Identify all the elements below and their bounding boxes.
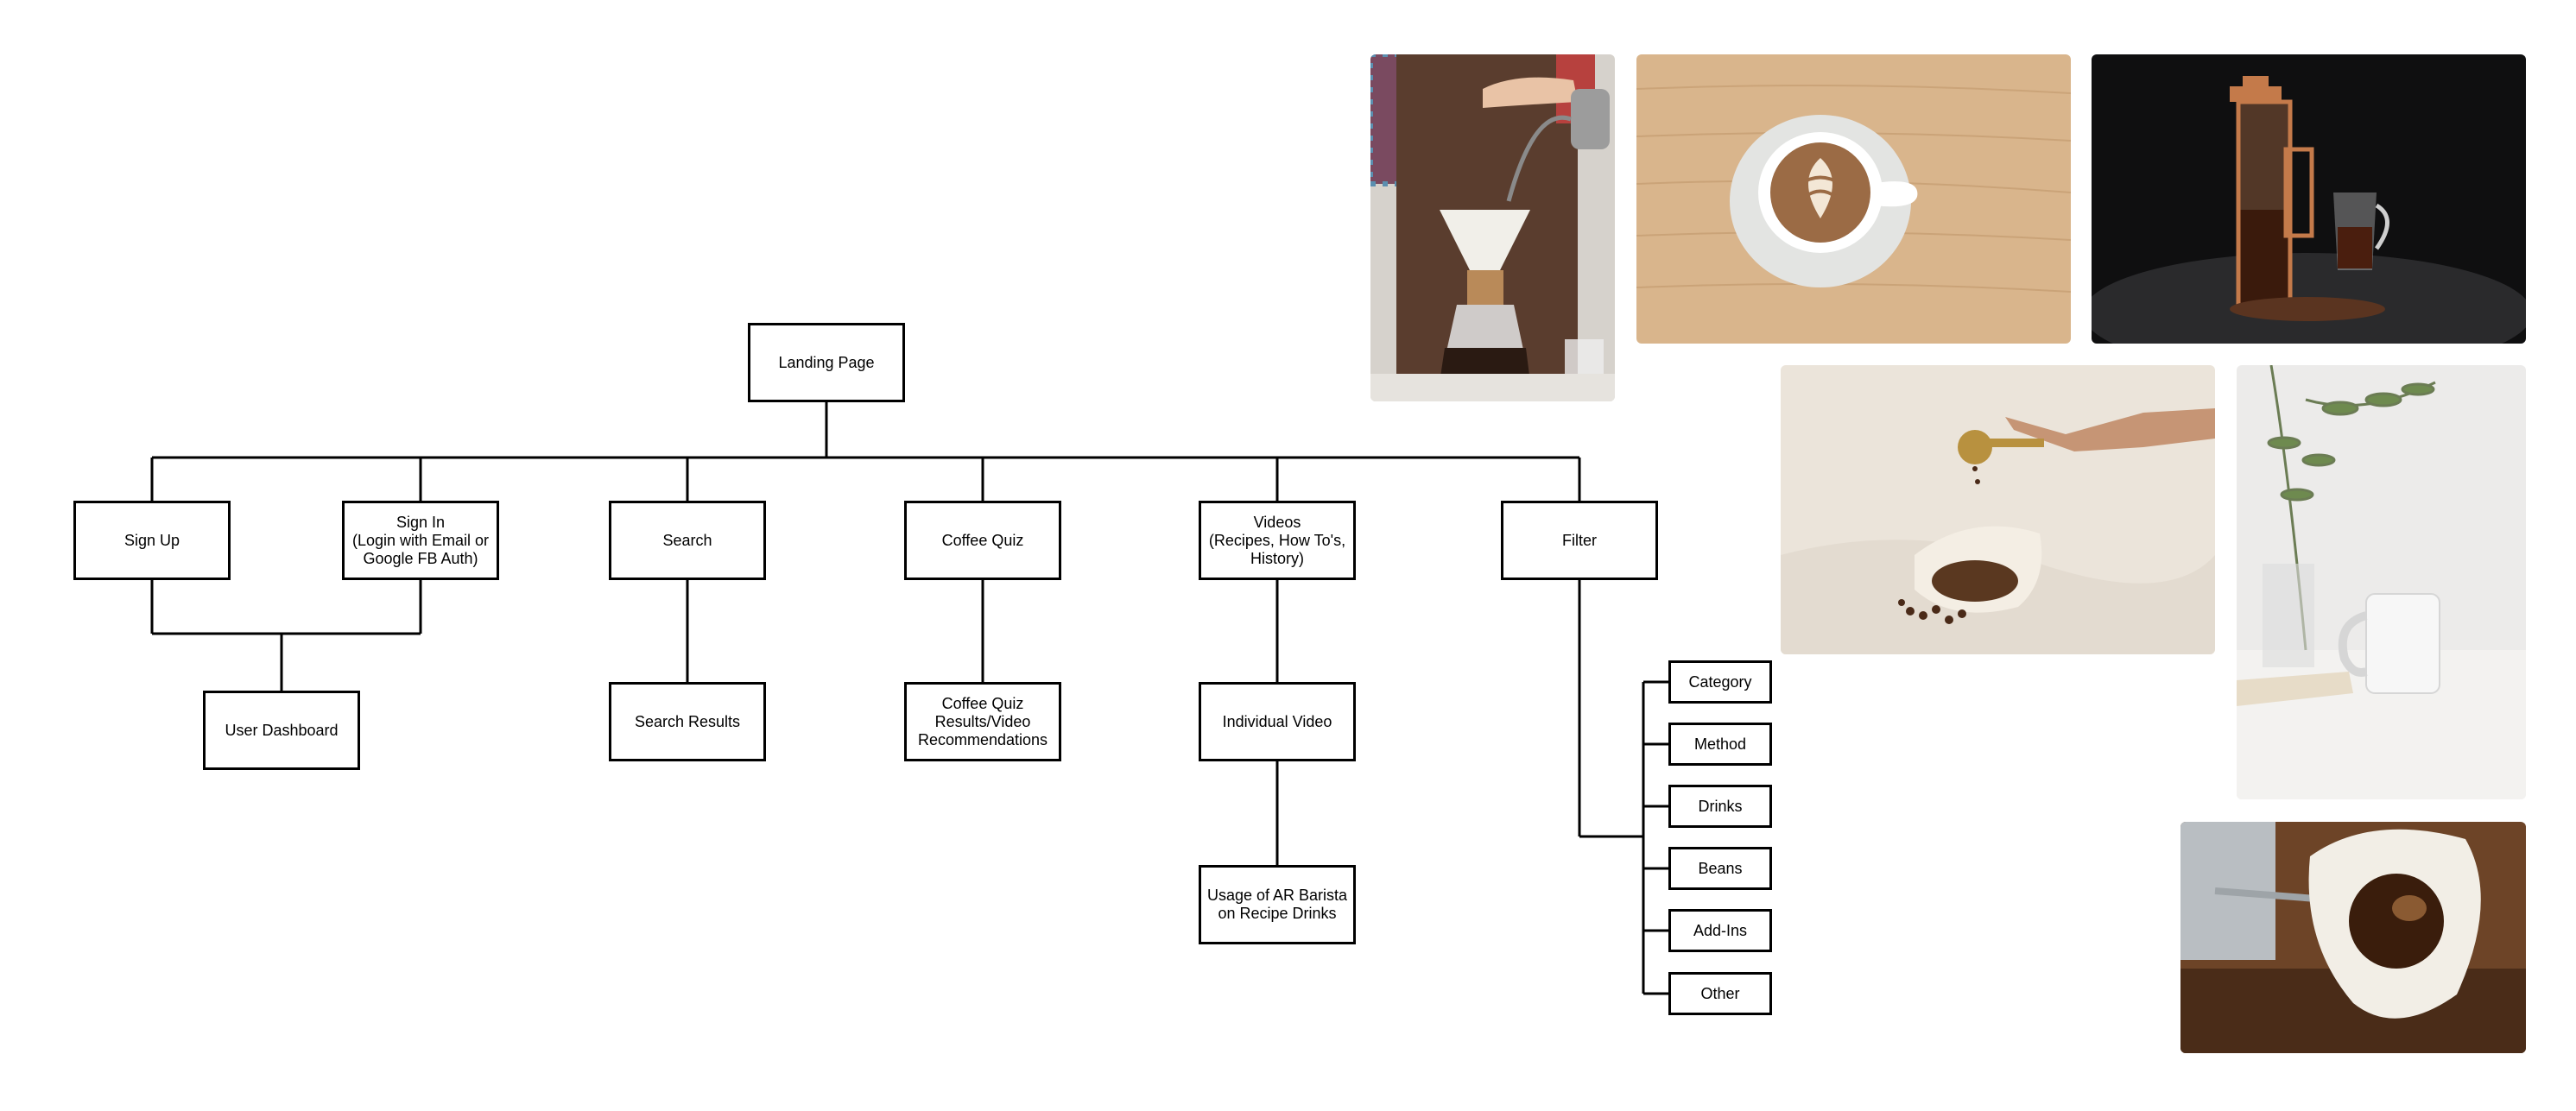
photo-latte-art	[1636, 54, 2071, 344]
node-sign-in: Sign In (Login with Email or Google FB A…	[342, 501, 499, 580]
node-sign-up: Sign Up	[73, 501, 231, 580]
photo-pour-over-filter	[2180, 822, 2526, 1053]
node-coffee-quiz: Coffee Quiz	[904, 501, 1061, 580]
node-landing-page: Landing Page	[748, 323, 905, 402]
photo-french-press	[2092, 54, 2526, 344]
photo-barista-pour-over	[1370, 54, 1615, 401]
node-ar-barista: Usage of AR Barista on Recipe Drinks	[1199, 865, 1356, 944]
node-individual-video: Individual Video	[1199, 682, 1356, 761]
node-videos: Videos (Recipes, How To's, History)	[1199, 501, 1356, 580]
photo-coffee-scoop	[1781, 365, 2215, 654]
photo-plant-mug	[2237, 365, 2526, 799]
node-filter: Filter	[1501, 501, 1658, 580]
node-user-dashboard: User Dashboard	[203, 691, 360, 770]
node-search: Search	[609, 501, 766, 580]
filter-option-other: Other	[1668, 972, 1772, 1015]
node-search-results: Search Results	[609, 682, 766, 761]
filter-option-add-ins: Add-Ins	[1668, 909, 1772, 952]
filter-option-category: Category	[1668, 660, 1772, 704]
filter-option-drinks: Drinks	[1668, 785, 1772, 828]
filter-option-method: Method	[1668, 723, 1772, 766]
filter-option-beans: Beans	[1668, 847, 1772, 890]
node-quiz-results: Coffee Quiz Results/Video Recommendation…	[904, 682, 1061, 761]
